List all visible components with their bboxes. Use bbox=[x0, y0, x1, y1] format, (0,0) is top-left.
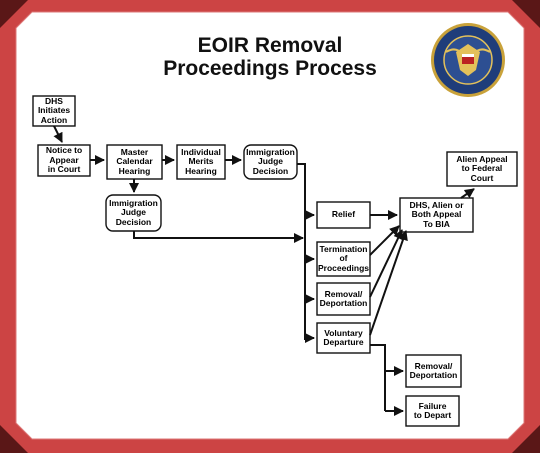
label-individual-merits: Individual Merits Hearing bbox=[181, 146, 221, 176]
arrow-voluntary-to-bia bbox=[369, 230, 408, 336]
label-dhs-initiates: DHS Initiates Action bbox=[37, 95, 71, 125]
line-ij1-trunk bbox=[297, 163, 306, 340]
box-appeal-bia bbox=[399, 197, 474, 233]
box-individual-merits bbox=[176, 144, 226, 180]
box-removal-2 bbox=[405, 354, 462, 388]
box-appeal-federal bbox=[446, 151, 518, 187]
label-ij-decision-1: Immigration Judge Decision bbox=[246, 146, 295, 176]
doj-seal-icon bbox=[431, 23, 505, 97]
line-ij2-to-outcomes bbox=[133, 231, 304, 243]
box-failure-to-depart bbox=[405, 395, 460, 427]
white-panel bbox=[15, 11, 525, 440]
box-ij-decision-1 bbox=[243, 144, 298, 180]
box-termination bbox=[316, 241, 371, 277]
label-notice-to-appear: Notice to Appear in Court bbox=[45, 145, 83, 175]
box-removal-1 bbox=[316, 282, 371, 316]
line-voluntary-branch bbox=[370, 344, 386, 411]
box-notice-to-appear bbox=[37, 144, 91, 177]
arrow-dhs-to-notice bbox=[53, 125, 63, 143]
label-appeal-federal: Alien Appeal to Federal Court bbox=[456, 153, 508, 183]
label-ij-decision-2: Immigration Judge Decision bbox=[109, 197, 158, 227]
label-failure-to-depart: Failure to Depart bbox=[413, 400, 452, 420]
label-master-calendar: Master Calendar Hearing bbox=[116, 146, 153, 176]
page-title: EOIR Removal Proceedings Process bbox=[120, 34, 420, 80]
arrow-bia-to-federal bbox=[460, 188, 475, 199]
label-voluntary-departure: Voluntary Departure bbox=[323, 327, 364, 347]
label-appeal-bia: DHS, Alien or Both Appeal To BIA bbox=[409, 199, 464, 229]
label-termination: Termination of Proceedings bbox=[317, 243, 370, 273]
title-line-2: Proceedings Process bbox=[163, 57, 377, 80]
label-removal-2: Removal/ Deportation bbox=[409, 360, 458, 380]
label-removal-1: Removal/ Deportation bbox=[319, 288, 368, 308]
title-line-1: EOIR Removal bbox=[197, 34, 343, 57]
arrow-removal-to-bia bbox=[369, 229, 403, 298]
label-relief: Relief bbox=[331, 209, 356, 220]
box-voluntary-departure bbox=[316, 322, 371, 354]
